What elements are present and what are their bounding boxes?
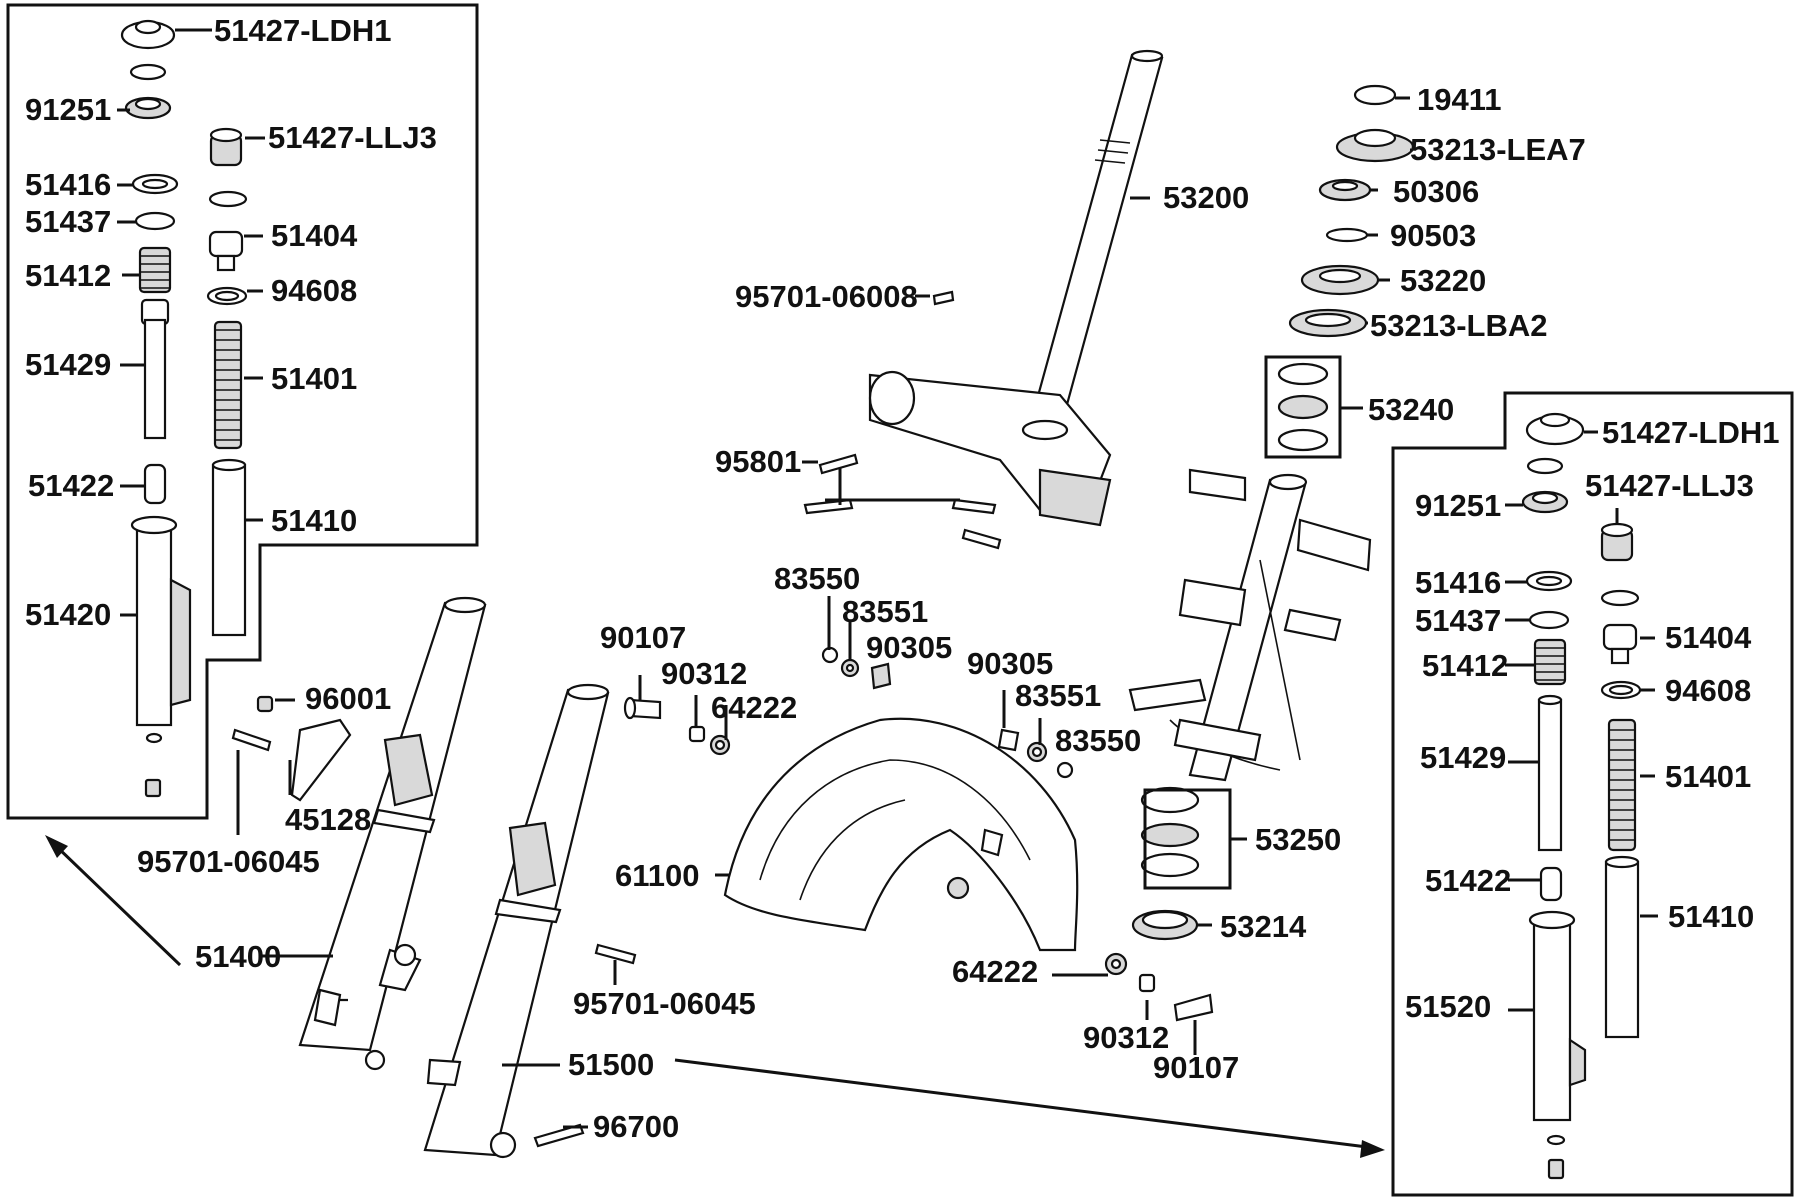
headset-leaders [1197,96,1413,927]
label-51404-left: 51404 [271,218,358,253]
fender-labels: 83550 83551 90305 90107 90312 64222 9030… [600,561,1239,1085]
right-exploded-box [1391,391,1794,1197]
right-box-arrow [674,1058,1385,1158]
frame-headtube [1128,468,1372,782]
label-51412-left: 51412 [25,258,111,293]
label-51427-llj3-right: 51427-LLJ3 [1585,468,1754,503]
label-90305-right: 90305 [967,646,1053,681]
fork-51400 [298,596,487,1071]
left-box-parts [120,19,248,798]
bearing-box-53240 [1264,355,1342,459]
left-box-arrow [45,835,182,967]
label-51427-ldh1-right: 51427-LDH1 [1602,415,1779,450]
label-51437-left: 51437 [25,204,111,239]
label-51412-right: 51412 [1422,648,1508,683]
label-90107-left: 90107 [600,620,686,655]
label-50306: 50306 [1393,174,1479,209]
label-51416-right: 51416 [1415,565,1501,600]
label-51437-right: 51437 [1415,603,1501,638]
label-51401-right: 51401 [1665,759,1751,794]
small-parts-left [231,695,637,1148]
left-exploded-box [6,3,479,820]
label-90107-right: 90107 [1153,1050,1239,1085]
label-51520: 51520 [1405,989,1491,1024]
fender-hardware [623,646,1214,1022]
stem-labels: 53200 95701-06008 95801 [715,180,1249,479]
label-51420: 51420 [25,597,111,632]
label-95701-06008: 95701-06008 [735,279,918,314]
fork-51500 [423,683,610,1159]
label-64222-left: 64222 [711,690,797,725]
label-53213-lea7: 53213-LEA7 [1410,132,1586,167]
label-19411: 19411 [1417,82,1502,117]
label-53250: 53250 [1255,822,1341,857]
label-90305-left: 90305 [866,630,952,665]
label-53214: 53214 [1220,909,1307,944]
label-96700: 96700 [593,1109,679,1144]
headset-parts [1131,84,1415,941]
front-fender-61100 [723,717,1079,952]
label-94608-left: 94608 [271,273,357,308]
label-83550-right: 83550 [1055,723,1141,758]
steering-stem-53200 [868,49,1164,527]
stem-bolts [803,290,1002,550]
label-51427-ldh1-left: 51427-LDH1 [214,13,391,48]
label-91251-right: 91251 [1415,488,1501,523]
label-94608-right: 94608 [1665,673,1751,708]
label-90312-right: 90312 [1083,1020,1169,1055]
left-box-labels: 51427-LDH1 91251 51427-LLJ3 51416 51437 … [25,13,437,632]
label-64222-right: 64222 [952,954,1038,989]
label-90312-left: 90312 [661,656,747,691]
label-91251-left: 91251 [25,92,111,127]
label-51427-llj3-left: 51427-LLJ3 [268,120,437,155]
label-51410-left: 51410 [271,503,357,538]
label-51429-right: 51429 [1420,740,1506,775]
label-53200: 53200 [1163,180,1249,215]
label-51404-right: 51404 [1665,620,1752,655]
label-53220: 53220 [1400,263,1486,298]
label-45128: 45128 [285,802,371,837]
label-51400: 51400 [195,939,281,974]
label-95701-06045-right: 95701-06045 [573,986,756,1021]
label-95701-06045-left: 95701-06045 [137,844,320,879]
stem-leaders [802,196,1150,464]
label-51410-right: 51410 [1668,899,1754,934]
label-83551-left: 83551 [842,594,928,629]
label-51422-left: 51422 [28,468,114,503]
label-53213-lba2: 53213-LBA2 [1370,308,1547,343]
label-83550-left: 83550 [774,561,860,596]
label-51416-left: 51416 [25,167,111,202]
left-box-leaders [117,28,265,617]
headset-labels: 19411 53213-LEA7 50306 90503 53220 53213… [1220,82,1586,944]
right-box-parts [1521,412,1642,1180]
right-box-labels: 51427-LDH1 91251 51427-LLJ3 51416 51437 … [1405,415,1779,1024]
label-96001: 96001 [305,681,391,716]
label-51429-left: 51429 [25,347,111,382]
label-61100: 61100 [615,858,700,893]
fender-leaders [638,596,1197,1055]
label-83551-right: 83551 [1015,678,1101,713]
label-51500: 51500 [568,1047,654,1082]
label-90503: 90503 [1390,218,1476,253]
label-53240: 53240 [1368,392,1454,427]
right-box-leaders [1505,430,1658,1012]
label-51401-left: 51401 [271,361,357,396]
label-51422-right: 51422 [1425,863,1511,898]
fork-leaders [236,698,617,1129]
fork-labels: 96001 45128 95701-06045 51400 51500 9570… [137,681,756,1144]
label-95801: 95801 [715,444,801,479]
